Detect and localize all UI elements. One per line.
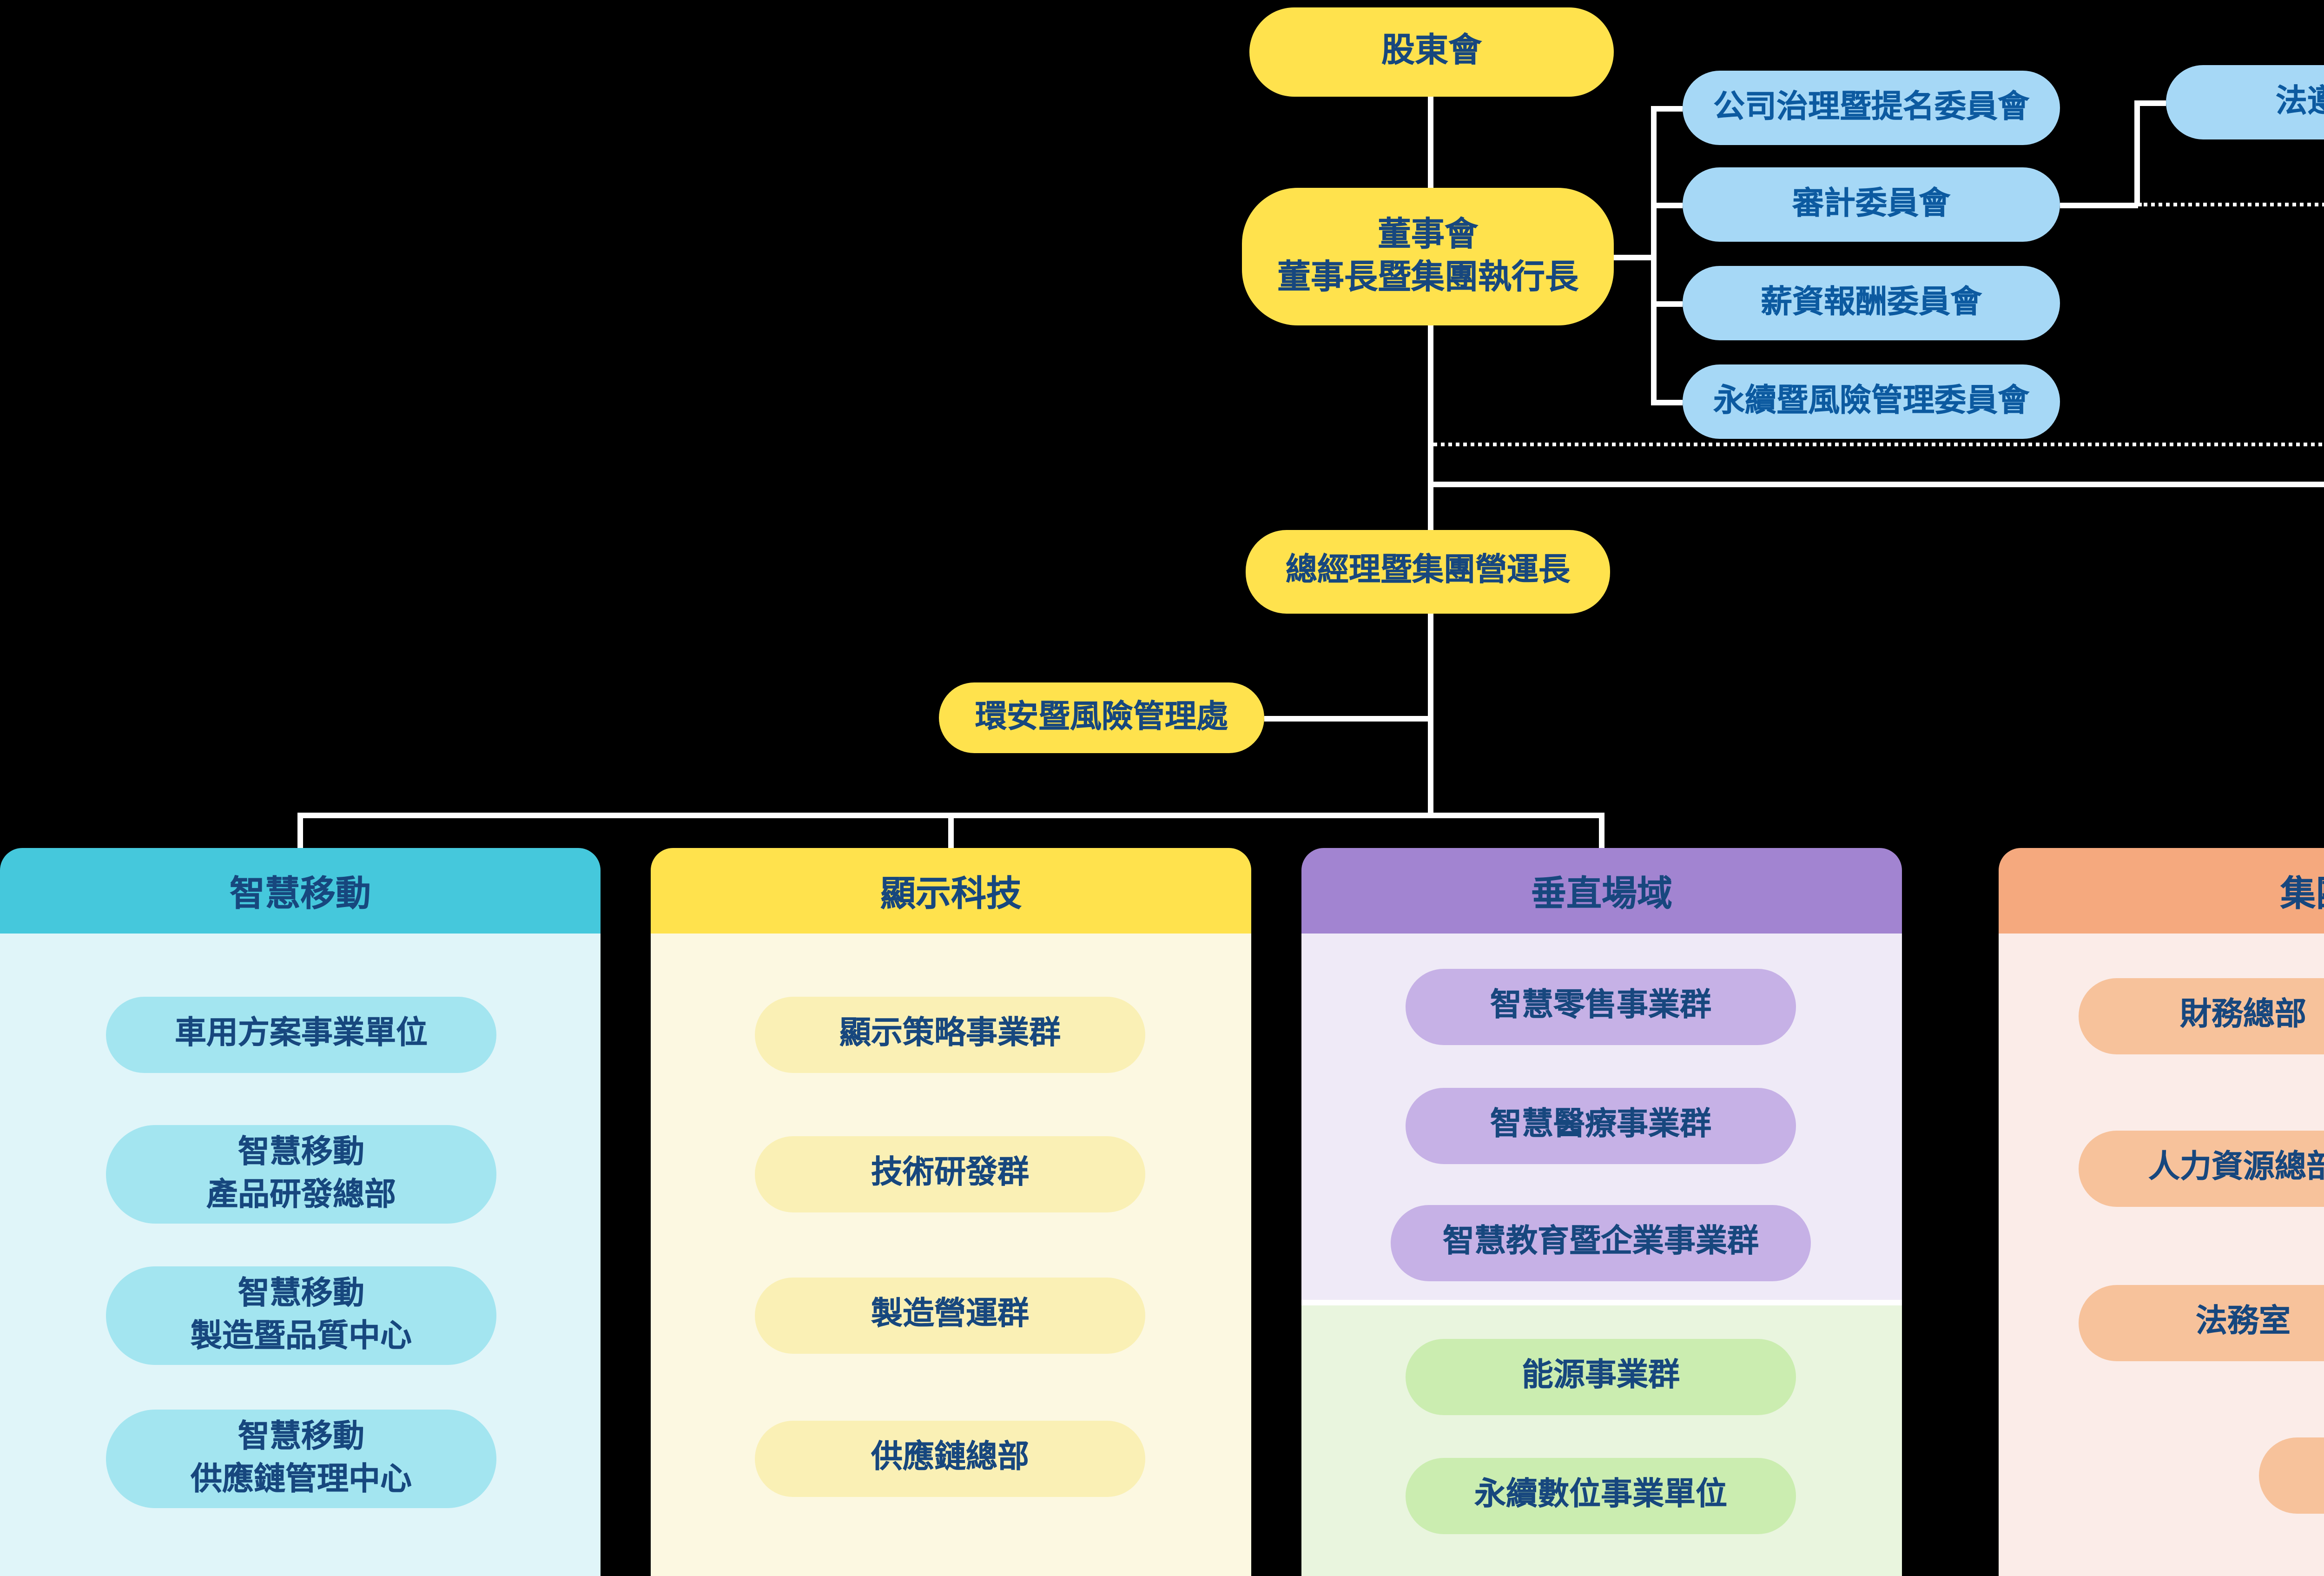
connector-line (1651, 203, 1683, 207)
unit-sm-supply-chain: 智慧移動 供應鏈管理中心 (106, 1410, 496, 1508)
unit-smart-medical: 智慧醫療事業群 (1406, 1088, 1796, 1164)
connector-line (948, 813, 953, 848)
unit-display-strategy: 顯示策略事業群 (755, 997, 1145, 1073)
unit-sustainable-digital: 永續數位事業單位 (1406, 1458, 1796, 1534)
column-vertical-domains-header: 垂直場域 (1301, 848, 1902, 934)
connector-line (1651, 106, 1683, 111)
column-group-support-header: 集團營運支援單位 (1999, 848, 2324, 934)
committee-audit: 審計委員會 (1683, 167, 2060, 242)
connector-line (1428, 97, 1433, 188)
connector-line (1651, 106, 1656, 404)
unit-smart-education-enterprise: 智慧教育暨企業事業群 (1391, 1205, 1811, 1281)
node-board: 董事會 董事長暨集團執行長 (1242, 188, 1614, 325)
unit-manufacturing-operations: 製造營運群 (755, 1278, 1145, 1354)
connector-line (1651, 400, 1683, 404)
section-divider (1301, 1300, 1902, 1305)
connector-line (1614, 255, 1655, 259)
node-president-coo: 總經理暨集團營運長 (1246, 530, 1610, 614)
unit-human-resources-hq: 人力資源總部 (2079, 1131, 2324, 1207)
unit-automotive-solutions: 車用方案事業單位 (106, 997, 496, 1073)
dotted-connector-line (1428, 443, 2324, 446)
connector-line (1651, 301, 1683, 306)
unit-finance-hq: 財務總部 (2079, 978, 2324, 1054)
unit-energy: 能源事業群 (1406, 1339, 1796, 1415)
connector-line (297, 813, 302, 848)
connector-line (2060, 203, 2138, 207)
unit-legal-office: 法務室 (2079, 1285, 2324, 1361)
connector-line (2134, 100, 2139, 206)
dotted-connector-line (2138, 203, 2324, 206)
node-chief-compliance-counsel: 法遵總顧問 (2166, 65, 2324, 139)
column-display-tech-header: 顯示科技 (651, 848, 1251, 934)
connector-line (2134, 100, 2166, 105)
unit-audit-management: 稽核管理處 (2259, 1437, 2324, 1514)
connector-line (1428, 325, 1433, 530)
unit-smart-retail: 智慧零售事業群 (1406, 969, 1796, 1045)
connector-line (1264, 716, 1432, 721)
connector-line (1428, 614, 1433, 814)
unit-supply-chain-hq: 供應鏈總部 (755, 1421, 1145, 1497)
connector-line (1599, 813, 1604, 848)
unit-sm-manufacturing-quality: 智慧移動 製造暨品質中心 (106, 1266, 496, 1365)
connector-line (1428, 482, 2324, 486)
unit-sm-product-rd-hq: 智慧移動 產品研發總部 (106, 1125, 496, 1224)
node-ehs-risk-management: 環安暨風險管理處 (939, 682, 1264, 753)
committee-sustainability-risk: 永續暨風險管理委員會 (1683, 364, 2060, 439)
committee-compensation: 薪資報酬委員會 (1683, 266, 2060, 340)
unit-technology-rd: 技術研發群 (755, 1136, 1145, 1212)
committee-corporate-governance-nomination: 公司治理暨提名委員會 (1683, 71, 2060, 145)
node-shareholders: 股東會 (1249, 7, 1614, 97)
column-smart-mobility-header: 智慧移動 (0, 848, 601, 934)
